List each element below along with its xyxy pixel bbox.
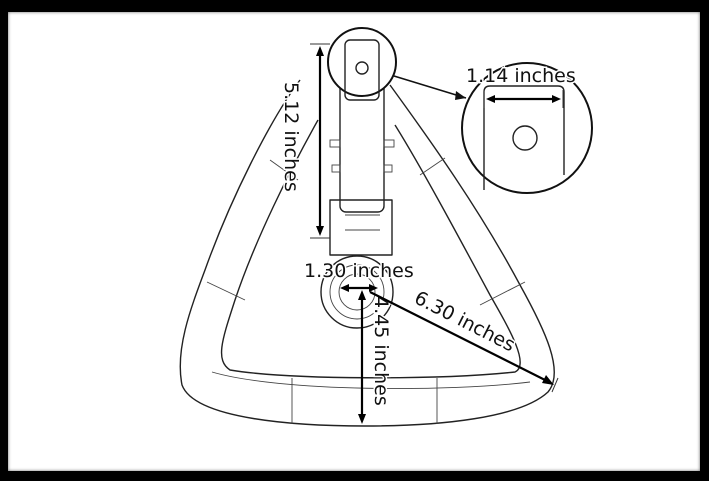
arrowhead-icon	[552, 95, 561, 103]
label-tab-width: 1.14 inches	[466, 65, 576, 87]
grip-segment	[206, 281, 246, 301]
arrowhead-icon	[316, 226, 324, 236]
shaft-tab	[383, 164, 393, 173]
hub-ring	[329, 264, 385, 320]
arrowhead-icon	[455, 91, 466, 100]
shaft-tip-hole	[355, 61, 369, 75]
shaft-tab	[331, 164, 341, 173]
shaft-tip	[344, 39, 380, 101]
grip-segment	[419, 157, 446, 176]
outer-grip-outline	[179, 79, 556, 427]
arrowhead-icon	[316, 46, 324, 56]
dim-hub-to-corner	[369, 291, 550, 383]
grip-segment	[479, 281, 526, 306]
callout-leader	[393, 75, 467, 99]
label-shaft-length: 5.12 inches	[280, 82, 302, 192]
grip-bottom-seam	[211, 371, 531, 389]
ratchet-buckle	[329, 199, 393, 256]
shaft-tab	[383, 139, 395, 148]
grip-segment	[269, 159, 299, 181]
hub-outer	[320, 255, 394, 329]
arrowhead-icon	[542, 375, 554, 385]
arrowhead-icon	[358, 414, 366, 424]
hub-ring	[338, 273, 376, 311]
arrowhead-icon	[358, 290, 366, 300]
extension-line	[551, 377, 559, 393]
label-hub-to-bottom: 4.45 inches	[370, 296, 392, 406]
magnified-hole	[512, 125, 538, 151]
arrowhead-icon	[486, 95, 495, 103]
shaft-tab	[329, 139, 341, 148]
arrowhead-icon	[369, 284, 378, 292]
inner-grip-outline	[220, 119, 521, 379]
arrowhead-icon	[340, 284, 349, 292]
label-hub-diameter: 1.30 inches	[304, 260, 414, 282]
magnified-tab	[483, 85, 565, 190]
